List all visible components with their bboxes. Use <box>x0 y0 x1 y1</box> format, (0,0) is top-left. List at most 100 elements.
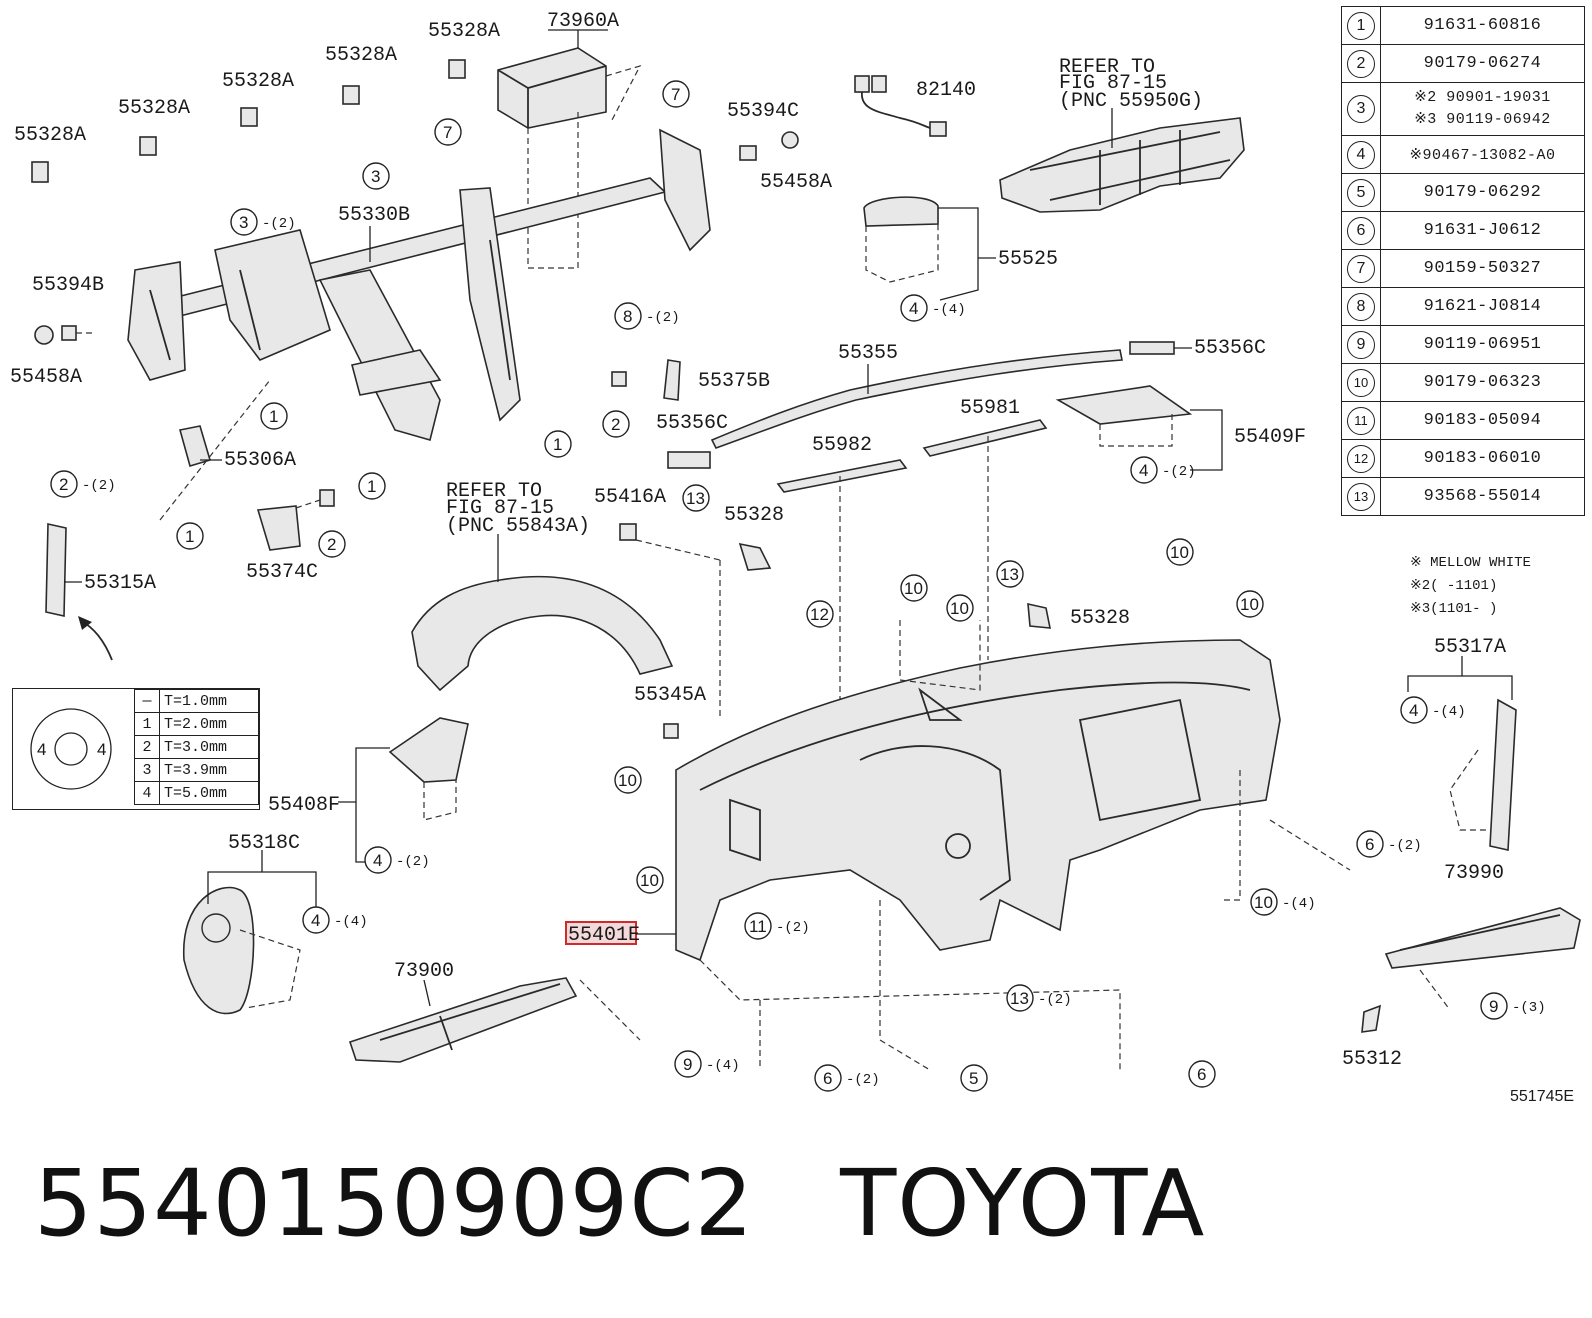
svg-text:3: 3 <box>239 213 248 232</box>
svg-text:-(2): -(2) <box>846 1072 880 1088</box>
svg-text:7: 7 <box>443 123 452 142</box>
svg-text:1: 1 <box>269 407 278 426</box>
label-55981: 55981 <box>960 397 1020 420</box>
svg-text:1: 1 <box>553 435 562 454</box>
svg-text:4: 4 <box>909 299 918 318</box>
label-55328a-3: 55328A <box>222 70 294 93</box>
svg-text:12: 12 <box>810 605 829 624</box>
svg-text:-(2): -(2) <box>262 216 296 232</box>
label-73900: 73900 <box>394 960 454 983</box>
footer-title: 5540150909C2 TOYOTA <box>34 1150 1291 1257</box>
clip-55312 <box>1361 1004 1382 1033</box>
bracket-55375b <box>611 359 681 401</box>
strips-55982-55981 <box>776 419 1048 720</box>
svg-text:-(2): -(2) <box>396 854 430 870</box>
diagram-code: 551745E <box>1510 1088 1575 1105</box>
svg-text:10: 10 <box>904 579 923 598</box>
legend-row: 4※90467-13082-A0 <box>1341 135 1585 174</box>
label-55355: 55355 <box>838 342 898 365</box>
svg-text:4: 4 <box>1409 701 1418 720</box>
dashed-connectors <box>579 620 1351 1071</box>
clips-55416a-55328 <box>619 523 1051 739</box>
airbag-module-73960a <box>497 29 642 269</box>
svg-text:6: 6 <box>823 1069 832 1088</box>
part-number: 5540150909C2 <box>34 1150 755 1257</box>
harness-82140 <box>854 75 947 137</box>
svg-text:1: 1 <box>185 527 194 546</box>
label-73990: 73990 <box>1444 862 1504 885</box>
svg-text:3: 3 <box>371 167 380 186</box>
washer-icon: 4 4 <box>30 708 112 790</box>
label-55394c: 55394C <box>727 100 799 123</box>
panel-73990 <box>1384 907 1581 1011</box>
duct-55843a <box>411 575 674 692</box>
label-55408f: 55408F <box>268 794 340 817</box>
svg-text:2: 2 <box>59 475 68 494</box>
parts-diagram: 55328A 55328A 55328A 55328A 55328A 73960… <box>10 10 1581 1092</box>
cover-55408f <box>338 717 469 863</box>
svg-text:-(4): -(4) <box>1282 896 1316 912</box>
label-55330b: 55330B <box>338 204 410 227</box>
svg-text:10: 10 <box>640 871 659 890</box>
label-55458a-right: 55458A <box>760 171 832 194</box>
label-55328a-4: 55328A <box>325 44 397 67</box>
note-line: ※2( -1101) <box>1410 578 1498 594</box>
bracket-55374c <box>256 489 335 551</box>
refer-mid-2: FIG 87-15 <box>446 497 554 520</box>
svg-text:-(4): -(4) <box>932 302 966 318</box>
label-55409f: 55409F <box>1234 426 1306 449</box>
reinforcement-55330b <box>127 128 711 441</box>
bolt-55394c <box>739 131 799 161</box>
svg-text:11: 11 <box>749 917 767 936</box>
label-55345a: 55345A <box>634 684 706 707</box>
label-55306a: 55306A <box>224 449 296 472</box>
panel-55525 <box>863 196 996 301</box>
color-notes: ※ MELLOW WHITE ※2( -1101) ※3(1101- ) <box>1410 552 1531 621</box>
cover-55409f <box>1055 385 1223 471</box>
label-55328a-2: 55328A <box>118 97 190 120</box>
refer-top-1: REFER TO <box>1059 56 1155 79</box>
label-55394b: 55394B <box>32 274 104 297</box>
brand-name: TOYOTA <box>840 1150 1206 1257</box>
bracket-55315a <box>45 523 113 661</box>
svg-text:7: 7 <box>671 85 680 104</box>
label-55328-a: 55328 <box>724 504 784 527</box>
label-82140: 82140 <box>916 79 976 102</box>
label-55328a-5: 55328A <box>428 20 500 43</box>
svg-text:-(4): -(4) <box>334 914 368 930</box>
label-55328a-1: 55328A <box>14 124 86 147</box>
label-55317a: 55317A <box>1434 636 1506 659</box>
svg-text:-(3): -(3) <box>1512 1000 1546 1016</box>
bracket-55317a <box>1407 656 1517 851</box>
svg-text:6: 6 <box>1365 835 1374 854</box>
refer-top-3: (PNC 55950G) <box>1059 90 1203 113</box>
svg-text:5: 5 <box>969 1069 978 1088</box>
svg-text:10: 10 <box>1170 543 1189 562</box>
label-55315a: 55315A <box>84 572 156 595</box>
svg-text:10: 10 <box>618 771 637 790</box>
svg-text:-(2): -(2) <box>1388 838 1422 854</box>
label-55356c-left: 55356C <box>656 412 728 435</box>
cover-55318c <box>183 850 317 1015</box>
svg-text:13: 13 <box>686 489 705 508</box>
pad-55355 <box>667 341 1175 469</box>
label-55356c-right: 55356C <box>1194 337 1266 360</box>
svg-text:4: 4 <box>311 911 320 930</box>
svg-text:13: 13 <box>1000 565 1019 584</box>
highlight-box <box>565 921 637 945</box>
svg-text:4: 4 <box>1139 461 1148 480</box>
svg-text:10: 10 <box>950 599 969 618</box>
label-55401e: 55401E <box>568 924 640 947</box>
svg-text:8: 8 <box>623 307 632 326</box>
label-55525: 55525 <box>998 248 1058 271</box>
svg-text:4: 4 <box>37 740 46 759</box>
svg-text:-(4): -(4) <box>706 1058 740 1074</box>
svg-text:9: 9 <box>1489 997 1498 1016</box>
